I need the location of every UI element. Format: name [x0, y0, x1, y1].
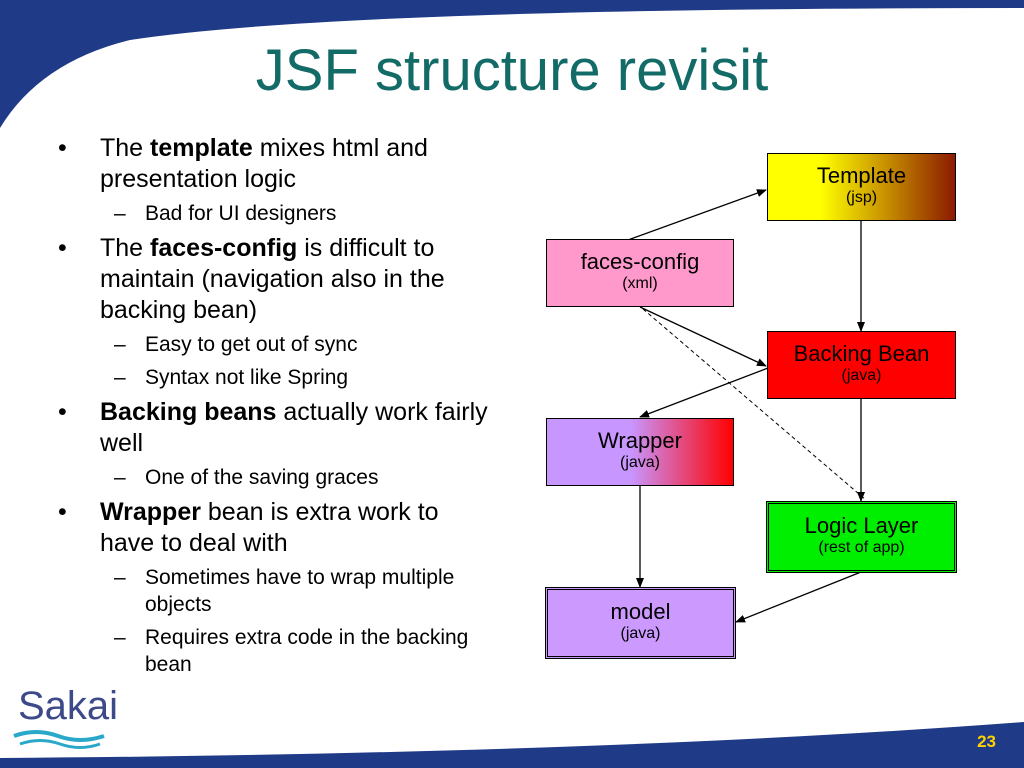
node-template-name: Template — [816, 163, 907, 188]
bullet-text: mixes html and presentation logic — [100, 134, 428, 193]
arrow-faces-to-template — [627, 189, 767, 241]
sub-bullet: –Requires extra code in the backing bean — [114, 626, 469, 676]
sub-bullet: –Easy to get out of sync — [114, 333, 358, 356]
sub-bullet-text: Easy to get out of sync — [145, 333, 358, 356]
bullet-dot: • — [58, 498, 67, 526]
arrow-logic-to-model — [735, 571, 862, 623]
node-faces-config-name: faces-config — [580, 249, 700, 274]
sub-bullet-text: Requires extra code in the backing bean — [145, 626, 469, 676]
node-template-sub: (jsp) — [845, 189, 878, 206]
logo-wave-icon — [13, 730, 105, 749]
bullet-dot: • — [58, 398, 67, 426]
node-backing-bean-sub: (java) — [841, 367, 882, 384]
sub-bullet-text: Sometimes have to wrap multiple objects — [145, 566, 455, 616]
slide-title: JSF structure revisit — [255, 38, 769, 103]
arrow-faces-to-backing — [639, 306, 767, 367]
node-logic-layer-name: Logic Layer — [804, 513, 919, 538]
bullet-dot: • — [58, 234, 67, 262]
arrow-backing-to-wrapper — [639, 367, 769, 418]
bullet-text: actually work fairly well — [100, 398, 488, 457]
node-wrapper-name: Wrapper — [598, 428, 682, 453]
node-logic-layer-sub: (rest of app) — [818, 539, 905, 556]
bullet-text: The — [100, 134, 151, 162]
node-faces-config-sub: (xml) — [622, 275, 658, 292]
bullet-text: bean is extra work to have to deal with — [100, 498, 439, 557]
node-backing-bean-name: Backing Bean — [793, 341, 930, 366]
sub-bullet: –One of the saving graces — [114, 466, 379, 489]
bullet-list: • The template mixes html and presentati… — [58, 133, 498, 684]
node-backing-bean: Backing Bean (java) — [767, 331, 956, 399]
node-model-sub: (java) — [620, 625, 661, 642]
bullet-text: is difficult to maintain (navigation als… — [100, 234, 445, 324]
bullet-bold: template — [150, 134, 253, 162]
node-wrapper-sub: (java) — [619, 454, 660, 471]
bullet-bold: Backing beans — [100, 398, 277, 426]
sub-bullet-text: One of the saving graces — [145, 466, 379, 489]
bullet-faces-config: • The faces-config is difficult to maint… — [58, 233, 498, 326]
sub-bullet: –Syntax not like Spring — [114, 366, 349, 389]
top-left-swoosh — [0, 0, 1024, 128]
node-logic-layer: Logic Layer (rest of app) — [766, 501, 957, 573]
bottom-band — [0, 722, 1024, 768]
node-wrapper: Wrapper (java) — [546, 418, 734, 486]
bullet-backing-beans: • Backing beans actually work fairly wel… — [58, 397, 498, 459]
sub-bullet-text: Syntax not like Spring — [145, 366, 349, 389]
page-number: 23 — [977, 732, 996, 751]
logo-text: Sakai — [18, 684, 119, 728]
node-faces-config: faces-config (xml) — [546, 239, 734, 307]
bullet-wrapper: • Wrapper bean is extra work to have to … — [58, 497, 498, 559]
node-template: Template (jsp) — [767, 153, 956, 221]
bullet-dot: • — [58, 134, 67, 162]
bullet-bold: Wrapper — [100, 498, 201, 526]
bullet-text: The — [100, 234, 151, 262]
sub-bullet-text: Bad for UI designers — [145, 202, 337, 225]
sub-bullet: –Sometimes have to wrap multiple objects — [114, 566, 455, 616]
bullet-template: • The template mixes html and presentati… — [58, 133, 498, 195]
sub-bullet: –Bad for UI designers — [114, 202, 337, 225]
node-model-name: model — [610, 599, 671, 624]
node-model: model (java) — [545, 587, 736, 659]
bullet-bold: faces-config — [150, 234, 298, 262]
